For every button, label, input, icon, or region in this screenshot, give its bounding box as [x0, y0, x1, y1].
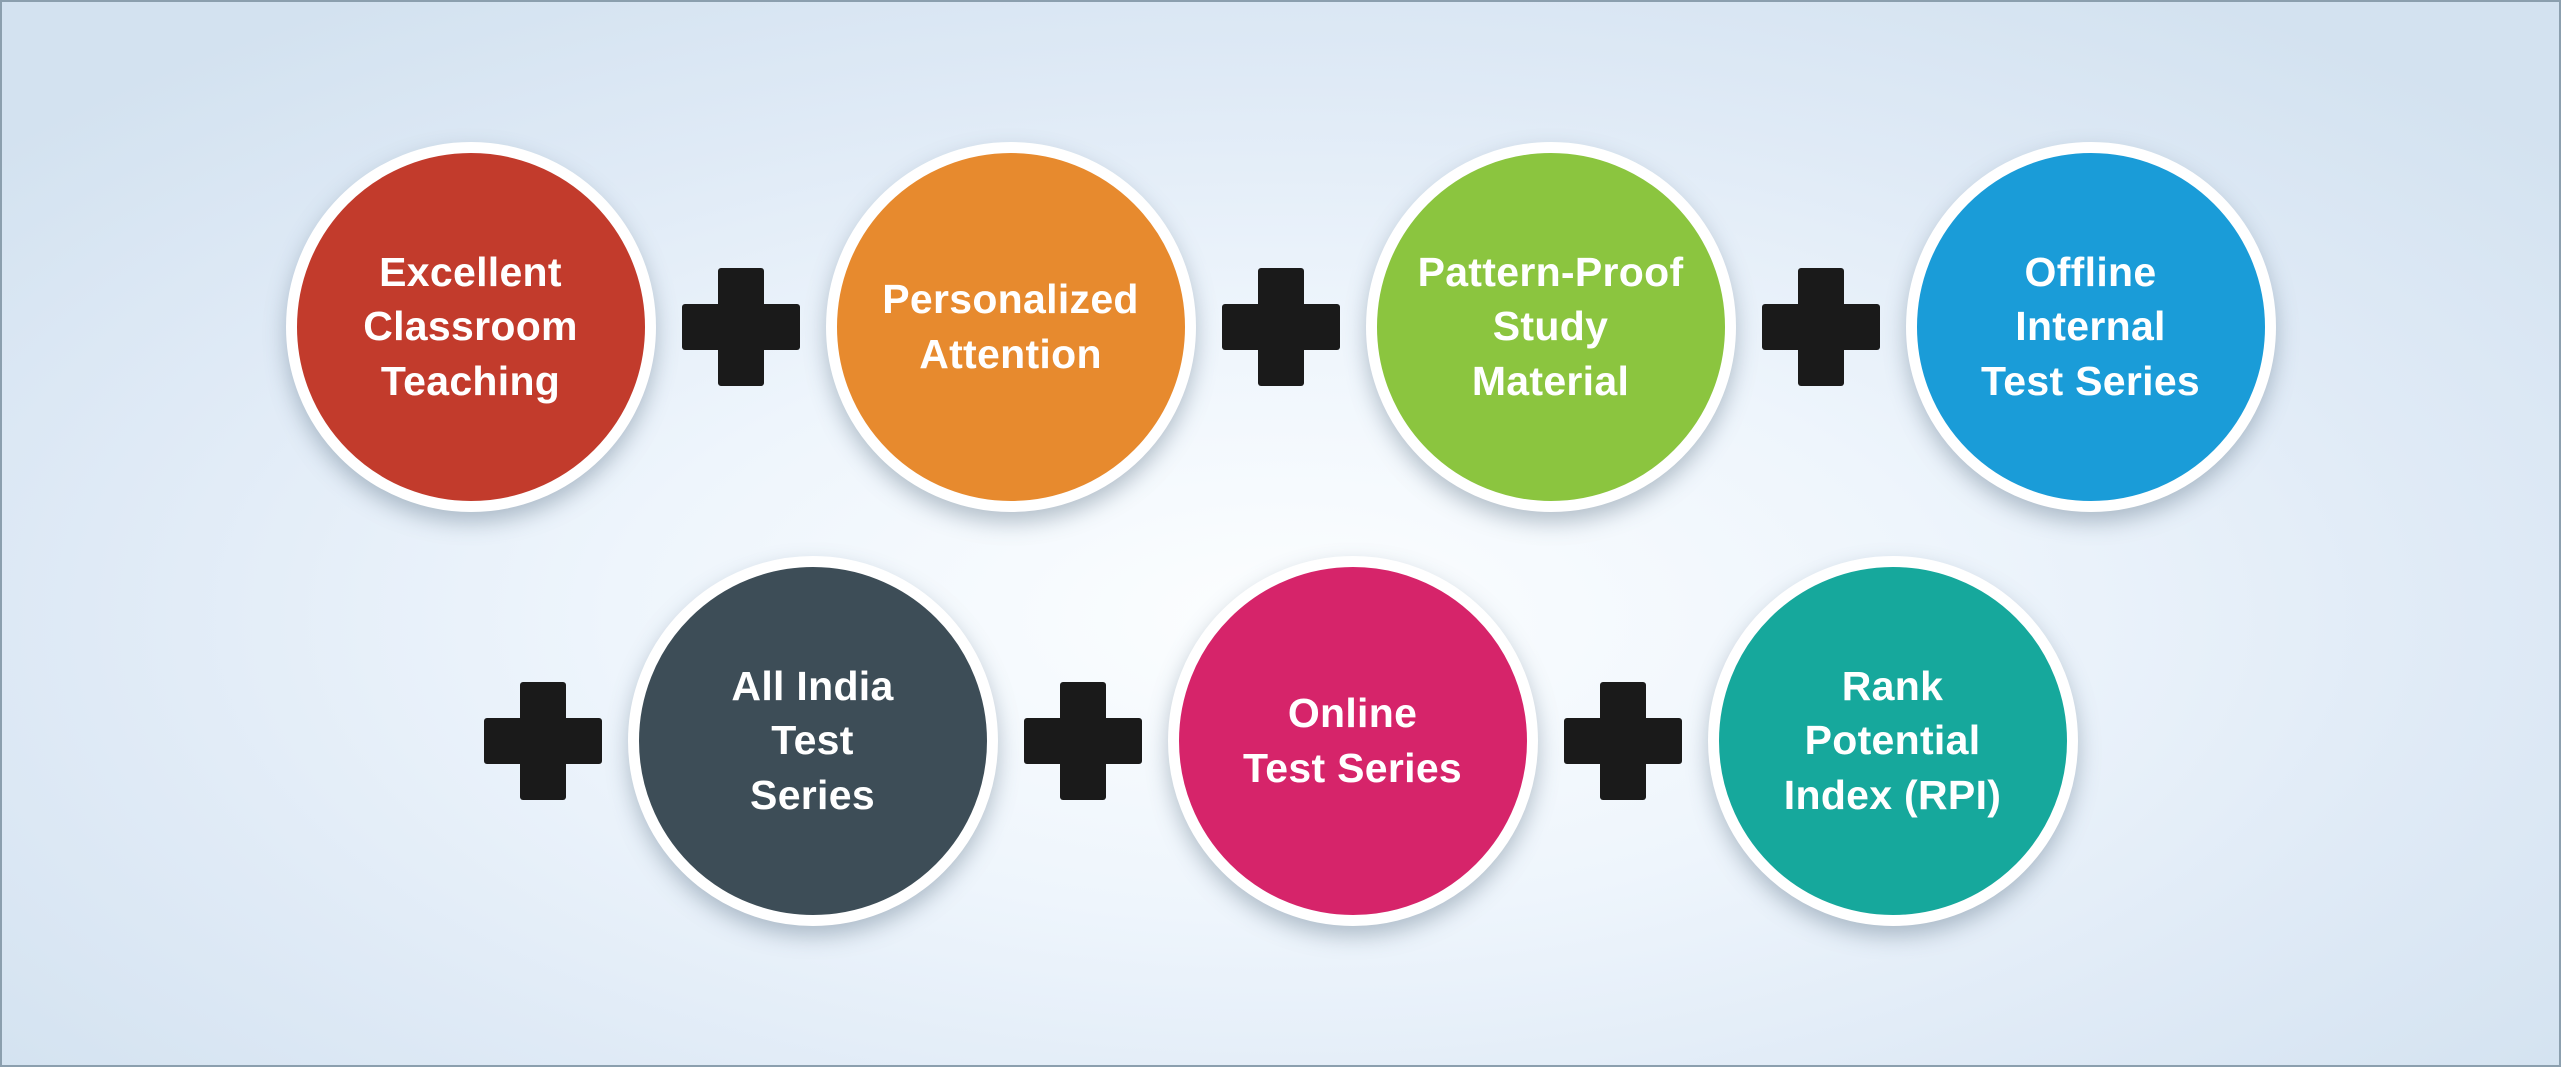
plus-icon [1563, 681, 1682, 800]
feature-row-1: Excellent Classroom Teaching Personalize… [285, 141, 2276, 512]
feature-circle-excellent-classroom-teaching: Excellent Classroom Teaching [285, 141, 656, 512]
plus-bar-vertical [1257, 267, 1304, 386]
feature-circle-personalized-attention: Personalized Attention [825, 141, 1196, 512]
feature-label: Rank Potential Index (RPI) [1783, 663, 2002, 818]
feature-circle-rank-potential-index: Rank Potential Index (RPI) [1707, 555, 2078, 926]
feature-circle-pattern-proof-study-material: Pattern-Proof Study Material [1365, 141, 1736, 512]
plus-bar-vertical [519, 681, 566, 800]
plus-icon [1761, 267, 1880, 386]
plus-bar-vertical [717, 267, 764, 386]
feature-label: Offline Internal Test Series [1980, 249, 2201, 404]
plus-icon [681, 267, 800, 386]
plus-icon [483, 681, 602, 800]
feature-label: Pattern-Proof Study Material [1417, 249, 1684, 404]
plus-icon [1221, 267, 1340, 386]
feature-label: Online Test Series [1242, 690, 1463, 791]
feature-circle-online-test-series: Online Test Series [1167, 555, 1538, 926]
feature-label: Personalized Attention [882, 276, 1139, 377]
plus-bar-vertical [1059, 681, 1106, 800]
feature-circle-offline-internal-test-series: Offline Internal Test Series [1905, 141, 2276, 512]
feature-label: Excellent Classroom Teaching [363, 249, 578, 404]
feature-circle-all-india-test-series: All India Test Series [627, 555, 998, 926]
plus-bar-vertical [1797, 267, 1844, 386]
feature-label: All India Test Series [731, 663, 894, 818]
plus-bar-vertical [1599, 681, 1646, 800]
plus-icon [1023, 681, 1142, 800]
feature-row-2: All India Test Series Online Test Series… [483, 555, 2078, 926]
